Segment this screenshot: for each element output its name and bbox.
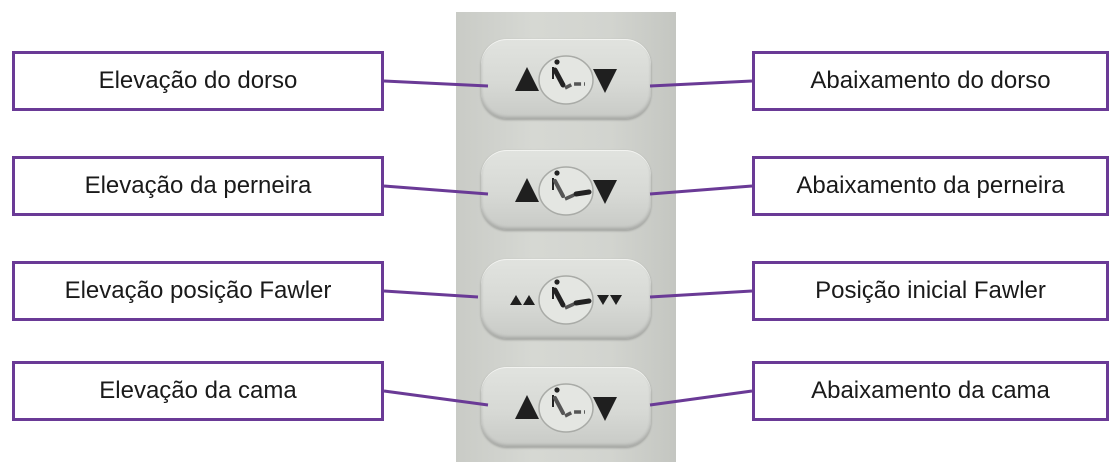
callout-leg-raise: Elevação da perneira xyxy=(12,156,384,216)
callout-label: Elevação da cama xyxy=(99,377,297,404)
callout-label: Abaixamento da perneira xyxy=(796,172,1065,199)
triangle-down-icon xyxy=(593,397,617,421)
height-control-button[interactable] xyxy=(481,367,651,447)
double-triangle-up-icon xyxy=(510,295,535,305)
callout-fowler-raise: Elevação posição Fawler xyxy=(12,261,384,321)
bed-back-raise-icon xyxy=(538,55,594,105)
callout-back-lower: Abaixamento do dorso xyxy=(752,51,1109,111)
back-control-button[interactable] xyxy=(481,39,651,119)
control-panel xyxy=(456,12,676,462)
triangle-up-icon xyxy=(515,178,539,202)
callout-label: Abaixamento do dorso xyxy=(810,67,1051,94)
triangle-down-icon xyxy=(593,180,617,204)
fowler-control-button[interactable] xyxy=(481,259,651,339)
bed-fowler-icon xyxy=(538,275,594,325)
callout-fowler-initial: Posição inicial Fawler xyxy=(752,261,1109,321)
callout-label: Elevação da perneira xyxy=(84,172,312,199)
callout-bed-lower: Abaixamento da cama xyxy=(752,361,1109,421)
callout-label: Elevação do dorso xyxy=(98,67,298,94)
callout-label: Posição inicial Fawler xyxy=(815,277,1046,304)
bed-height-icon xyxy=(538,383,594,433)
callout-label: Elevação posição Fawler xyxy=(64,277,332,304)
bed-leg-raise-icon xyxy=(538,166,594,216)
callout-bed-raise: Elevação da cama xyxy=(12,361,384,421)
leg-control-button[interactable] xyxy=(481,150,651,230)
callout-label: Abaixamento da cama xyxy=(811,377,1050,404)
callout-back-raise: Elevação do dorso xyxy=(12,51,384,111)
double-triangle-down-icon xyxy=(597,295,622,305)
triangle-down-icon xyxy=(593,69,617,93)
triangle-up-icon xyxy=(515,67,539,91)
callout-leg-lower: Abaixamento da perneira xyxy=(752,156,1109,216)
triangle-up-icon xyxy=(515,395,539,419)
